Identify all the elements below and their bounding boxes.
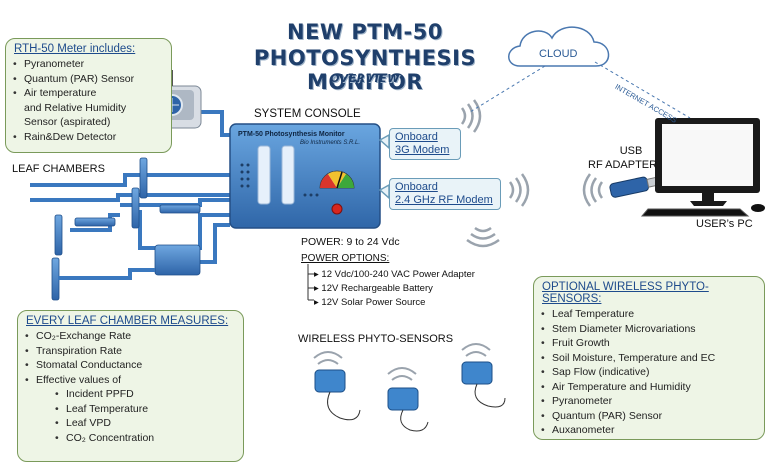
- leaf-chamber-7: [74, 217, 116, 227]
- wireless-sensors-label: WIRELESS PHYTO-SENSORS: [298, 333, 454, 345]
- power-option-1: ▸ 12 Vdc/100-240 VAC Power Adapter: [314, 269, 475, 280]
- leaf-measure-item: Effective values of: [25, 373, 243, 388]
- console-device-title: PTM-50 Photosynthesis Monitor: [238, 131, 345, 138]
- power-option-3-text: 12V Solar Power Source: [321, 297, 426, 308]
- usb-label-line1: USB: [619, 145, 643, 157]
- leaf-measure-subitem: Leaf VPD: [55, 416, 243, 431]
- leaf-measures-box: EVERY LEAF CHAMBER MEASURES: CO₂-Exchang…: [17, 310, 244, 462]
- leaf-chamber-2: [131, 187, 140, 229]
- power-label: POWER: 9 to 24 Vdc: [301, 236, 400, 248]
- console-device-brand: Bio Instruments S.R.L.: [300, 140, 361, 146]
- system-console-label: SYSTEM CONSOLE: [254, 108, 361, 120]
- leaf-chamber-6: [154, 244, 201, 276]
- leaf-chamber-clips: [51, 157, 201, 301]
- modem-3g-line2: 3G Modem: [395, 144, 450, 156]
- rth-item: Air temperature: [13, 86, 171, 101]
- rth-item: and Relative Humidity: [24, 101, 127, 114]
- power-bracket: [307, 264, 314, 301]
- power-option-2-text: 12V Rechargeable Battery: [321, 283, 433, 294]
- leaf-chamber-cable-lower: [58, 268, 155, 280]
- optional-sensor-item: Fruit Growth: [541, 336, 764, 351]
- leaf-chamber-5: [159, 204, 201, 214]
- leaf-measure-item: Stomatal Conductance: [25, 358, 243, 373]
- optional-sensor-item: Soil Moisture, Temperature and EC: [541, 351, 764, 366]
- modem-rf-line1: Onboard: [395, 181, 438, 193]
- modem-rf-box: Onboard 2.4 GHz RF Modem: [389, 178, 501, 210]
- rth-item: Rain&Dew Detector: [13, 130, 171, 145]
- wireless-sensor-1: [313, 351, 361, 421]
- leaf-measure-subitem: Incident PPFD: [55, 387, 243, 402]
- leaf-measure-item: CO₂-Exchange Rate: [25, 329, 243, 344]
- wireless-waves-lower: [466, 226, 500, 248]
- leaf-chambers-label: LEAF CHAMBERS: [12, 163, 105, 175]
- wireless-sensor-2: [387, 367, 429, 432]
- wireless-waves-usb: [582, 173, 604, 207]
- power-option-2: ▸ 12V Rechargeable Battery: [314, 283, 433, 294]
- power-option-3: ▸ 12V Solar Power Source: [314, 297, 426, 308]
- optional-sensor-item: Leaf Temperature: [541, 307, 764, 322]
- leaf-measure-subitem: Leaf Temperature: [55, 402, 243, 417]
- rth-box-heading: RTH-50 Meter includes:: [14, 43, 136, 55]
- rth-item: Quantum (PAR) Sensor: [13, 72, 171, 87]
- leaf-measure-subitem: CO₂ Concentration: [55, 431, 243, 446]
- rth-item: Sensor (aspirated): [24, 116, 111, 128]
- wireless-waves-3g: [460, 99, 482, 133]
- optional-sensor-item: Air Temperature and Humidity: [541, 380, 764, 395]
- leaf-measure-item: Transpiration Rate: [25, 344, 243, 359]
- title-line2: PHOTOSYNTHESIS MONITOR: [253, 46, 477, 94]
- optional-sensor-item: Sap Flow (indicative): [541, 365, 764, 380]
- leaf-chamber-3: [54, 214, 63, 256]
- cloud-link-3g: [469, 65, 546, 113]
- title-line1: NEW PTM-50: [287, 20, 443, 44]
- cloud-shape: [508, 26, 610, 67]
- modem-3g-box: Onboard 3G Modem: [389, 128, 461, 160]
- pc-label: USER’s PC: [696, 218, 753, 230]
- power-option-1-text: 12 Vdc/100-240 VAC Power Adapter: [321, 269, 475, 280]
- optional-sensors-box: OPTIONAL WIRELESS PHYTO-SENSORS: Leaf Te…: [533, 276, 765, 440]
- power-options-heading: POWER OPTIONS:: [301, 253, 390, 264]
- cloud-link-pc: [594, 61, 691, 119]
- modem-rf-line2: 2.4 GHz RF Modem: [395, 194, 493, 206]
- rth-meter-box: RTH-50 Meter includes: Pyranometer Quant…: [5, 38, 172, 153]
- wireless-sensor-3: [461, 343, 506, 408]
- optional-box-heading: OPTIONAL WIRELESS PHYTO-SENSORS:: [542, 281, 709, 305]
- title-line3: OVERVIEW: [330, 72, 400, 85]
- leaf-box-heading: EVERY LEAF CHAMBER MEASURES:: [26, 315, 229, 327]
- optional-sensor-item: Pyranometer: [541, 394, 764, 409]
- system-console: [229, 123, 381, 229]
- cloud-label: CLOUD: [539, 48, 578, 60]
- modem-connectors: [378, 133, 390, 200]
- user-pc: [640, 118, 765, 217]
- usb-adapter: [609, 176, 659, 198]
- optional-sensor-item: Quantum (PAR) Sensor: [541, 409, 764, 424]
- wireless-waves-rf: [508, 173, 530, 207]
- rth-item: Pyranometer: [13, 57, 171, 72]
- optional-sensor-item: Auxanometer: [541, 423, 764, 438]
- usb-label-line2: RF ADAPTER: [588, 159, 658, 171]
- modem-3g-line1: Onboard: [395, 131, 438, 143]
- leaf-chamber-4: [51, 257, 60, 301]
- leaf-chamber-1: [139, 157, 148, 199]
- optional-sensor-item: Stem Diameter Microvariations: [541, 322, 764, 337]
